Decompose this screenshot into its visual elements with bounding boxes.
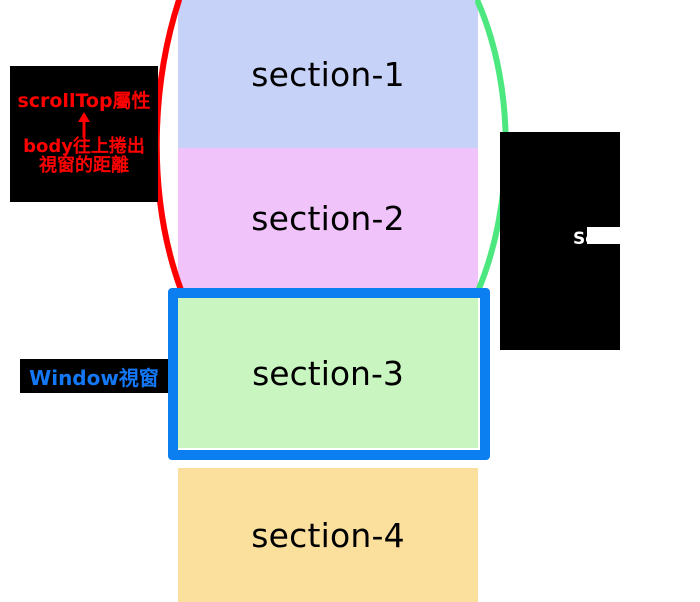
up-arrow-icon [10,112,158,138]
section-block-4: section-4 [178,468,478,602]
section-label-2: section-2 [251,198,405,238]
window-callout: Window視窗 [20,359,168,393]
window-callout-label: Window視窗 [29,365,159,390]
section-label-4: section-4 [251,515,405,555]
section-label-3: section-3 [252,353,404,393]
section-block-1: section-1 [178,0,478,148]
section-block-2: section-2 [178,148,478,288]
window-viewport-frame [168,288,490,460]
scrolltop-callout-line-2: body往上捲出 [23,136,145,158]
section-block-3: section-3 [178,298,478,448]
label-occluding-bar [587,227,665,244]
scrolltop-callout-line-1: scrollTop屬性 [17,90,151,113]
section-label-1: section-1 [251,54,405,94]
scrolltop-callout-line-3: 視窗的距離 [39,154,129,176]
scrolltop-callout: scrollTop屬性 body往上捲出 視窗的距離 [10,66,158,202]
